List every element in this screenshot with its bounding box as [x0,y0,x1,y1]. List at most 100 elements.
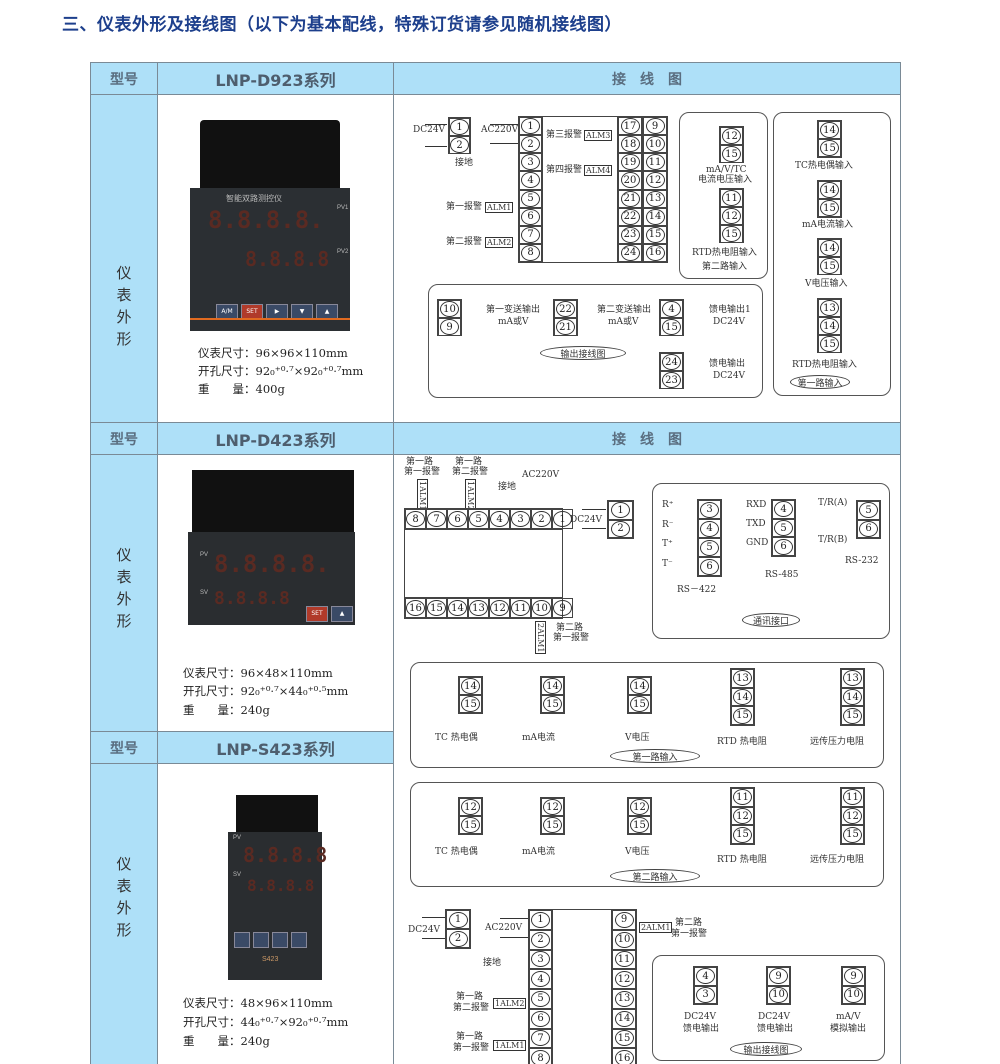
terminal-number: 14 [614,1010,634,1027]
terminal: 13 [731,669,754,688]
terminal-number: 3 [511,511,530,527]
terminal-number: 14 [630,678,649,694]
pv1-display: 8.8.8.8. [208,206,324,234]
terminal-number: 14 [820,122,839,138]
terminal-number: 15 [843,707,862,724]
terminal: 10 [531,598,552,618]
label: RTD热电阻输入 [792,360,857,370]
terminal-number: 2 [611,520,630,537]
terminal: 6 [698,557,721,576]
terminal: 14 [818,121,841,139]
terminal-number: 11 [722,190,741,206]
terminal-number: 11 [511,600,530,616]
terminal-number: 13 [614,990,634,1007]
spec-weight: 重 量：400g [198,382,285,396]
pin-label: RXD [746,500,767,510]
terminal: 18 [618,135,642,154]
terminal: 4 [772,500,795,519]
label: 第二路输入 [702,262,748,272]
diagram-header: 接 线 图 [393,422,901,455]
label: V电压 [625,847,650,857]
terminal-number: 14 [461,678,480,694]
diagram-header: 接 线 图 [393,62,901,95]
terminal: 2 [449,136,470,154]
label: 第二变送输出 [597,305,652,315]
alm-relay: 1ALM2 [493,998,527,1009]
terminal-number: 12 [722,208,741,224]
terminal-number: 12 [490,600,509,616]
label: 第一报警 [553,633,590,643]
spec-size: 仪表尺寸：48×96×110mm [183,996,333,1010]
terminal-number: 12 [645,172,665,189]
sv-label: SV [233,872,242,878]
terminal: 16 [405,598,426,618]
terminal-number: 12 [722,128,741,144]
terminal-number: 15 [630,817,649,833]
pv2-display: 8.8.8.8 [245,247,330,271]
terminal-number: 22 [620,208,640,225]
terminal: 9 [552,598,573,618]
terminal-number: 18 [620,136,640,153]
terminal: 6 [519,207,542,226]
terminal: 10 [643,135,667,154]
terminal: 1 [608,501,633,520]
label: DC24V [758,1012,791,1022]
label: 第一路 [456,992,484,1002]
terminal: 12 [628,798,651,816]
terminal-number: 13 [645,190,665,207]
terminal: 15 [660,318,683,336]
terminal: 3 [510,509,531,529]
terminal-number: 15 [427,600,446,616]
terminal: 6 [529,1008,552,1029]
label: 模拟输出 [830,1024,867,1034]
terminal: 14 [818,181,841,199]
terminal-number: 10 [440,301,459,317]
terminal: 15 [818,335,841,353]
label: RTD 热电阻 [717,737,767,747]
terminal-number: 15 [820,140,839,156]
terminal-number: 11 [645,154,665,171]
terminal-number: 14 [733,689,752,705]
terminal-number: 6 [448,511,467,527]
terminal: 12 [541,798,564,816]
terminal: 3 [519,153,542,172]
terminal: 1 [529,910,552,930]
spec-size: 仪表尺寸：96×96×110mm [198,346,348,360]
terminal: 6 [857,519,880,538]
alm-relay: 1ALM1 [493,1040,527,1051]
label: mA电流 [522,733,556,743]
terminal: 10 [767,985,790,1004]
terminal: 15 [720,225,743,243]
terminal-number: 2 [532,511,551,527]
terminal: 11 [643,153,667,172]
pv2-label: PV2 [337,249,349,255]
comm-box [652,483,890,639]
terminal-number: 15 [461,696,480,712]
terminal: 15 [612,1028,636,1049]
terminal-number: 15 [645,226,665,243]
terminal: 23 [660,371,683,389]
spec-weight: 重 量：240g [183,1034,270,1048]
label: 第一报警 [453,1043,490,1053]
terminal-number: 5 [700,539,719,556]
terminal-number: 4 [696,968,715,985]
terminal: 21 [618,189,642,208]
terminal: 15 [459,816,482,834]
terminal: 9 [643,117,667,136]
label: 第二报警 [453,1003,490,1013]
terminal: 9 [767,967,790,986]
terminal: 11 [841,788,864,807]
terminal: 4 [489,509,510,529]
terminal: 1 [552,509,573,529]
